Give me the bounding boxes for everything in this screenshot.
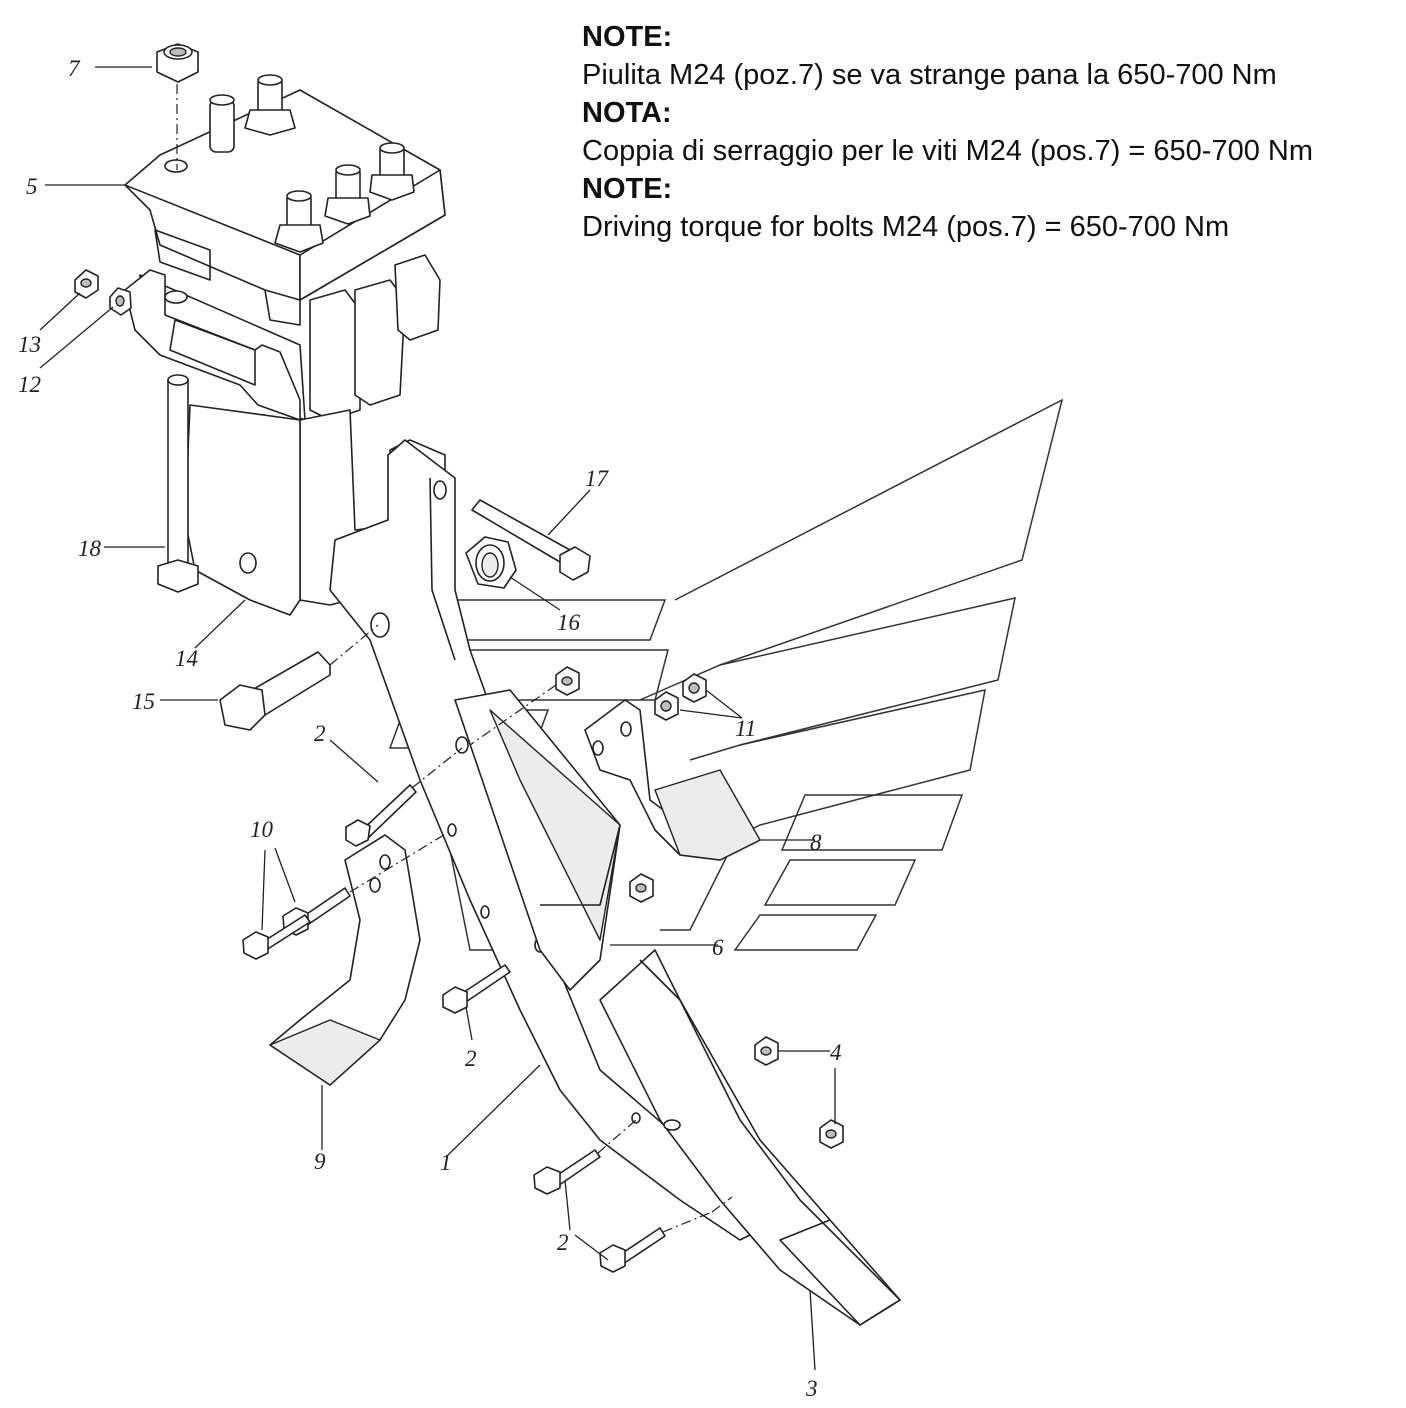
stud-2 [274,190,324,253]
stud-4 [369,142,415,201]
note-heading-en: NOTE: [582,173,673,205]
callout-1: 1 [440,1150,452,1175]
large-nut [465,536,517,589]
nut-11b [682,673,707,703]
nut-small-13 [74,269,99,299]
callout-16: 16 [557,610,581,635]
nut-11a [654,691,679,721]
nut-mid [629,873,654,903]
callout-15: 15 [132,689,155,714]
callout-8: 8 [810,830,822,855]
bolt-2c [533,1149,601,1195]
bolt-2d [599,1227,666,1273]
callout-17: 17 [585,466,610,491]
callout-11: 11 [735,716,756,741]
nut-small-12 [109,287,132,316]
note-text-ro: Piulita M24 (poz.7) se va strange pana l… [582,59,1277,91]
nut-4a [754,1036,779,1066]
note-heading-ro: NOTE: [582,21,673,53]
callout-13: 13 [18,332,41,357]
pin-bolt [471,499,591,581]
bolt-2b [442,964,511,1014]
callout-4: 4 [830,1040,842,1065]
point-share [599,949,901,1326]
note-text-en: Driving torque for bolts M24 (pos.7) = 6… [582,211,1230,243]
long-bolt [157,374,199,593]
callout-10: 10 [250,817,274,842]
callout-6: 6 [712,935,724,960]
callout-5: 5 [26,174,38,199]
bolt-10b [242,914,311,960]
wing-right [584,699,761,861]
callout-2-middle: 2 [465,1046,477,1071]
callout-7: 7 [68,56,81,81]
leader-lines [39,66,836,1371]
wing-left [269,834,421,1086]
stud-1 [244,74,296,136]
note-text-it: Coppia di serraggio per le viti M24 (pos… [582,135,1314,167]
guide-plate [454,689,621,991]
stud-3 [324,164,371,225]
callout-14: 14 [175,646,198,671]
nut-4b [819,1119,844,1149]
note-heading-it: NOTA: [582,97,672,129]
torque-notes: NOTE: Piulita M24 (poz.7) se va strange … [582,18,1397,246]
large-bolt [219,651,331,731]
callout-12: 12 [18,372,41,397]
nut-m24 [156,43,199,83]
bolt-2a [345,784,417,847]
callout-9: 9 [314,1149,326,1174]
callout-2-upper: 2 [314,721,326,746]
callout-2-lower: 2 [557,1230,569,1255]
callout-3: 3 [805,1376,818,1401]
nut-upper [555,666,580,696]
callout-18: 18 [78,536,102,561]
callout-labels: 7 5 13 12 18 14 15 17 16 2 10 11 8 6 2 4… [18,56,842,1401]
